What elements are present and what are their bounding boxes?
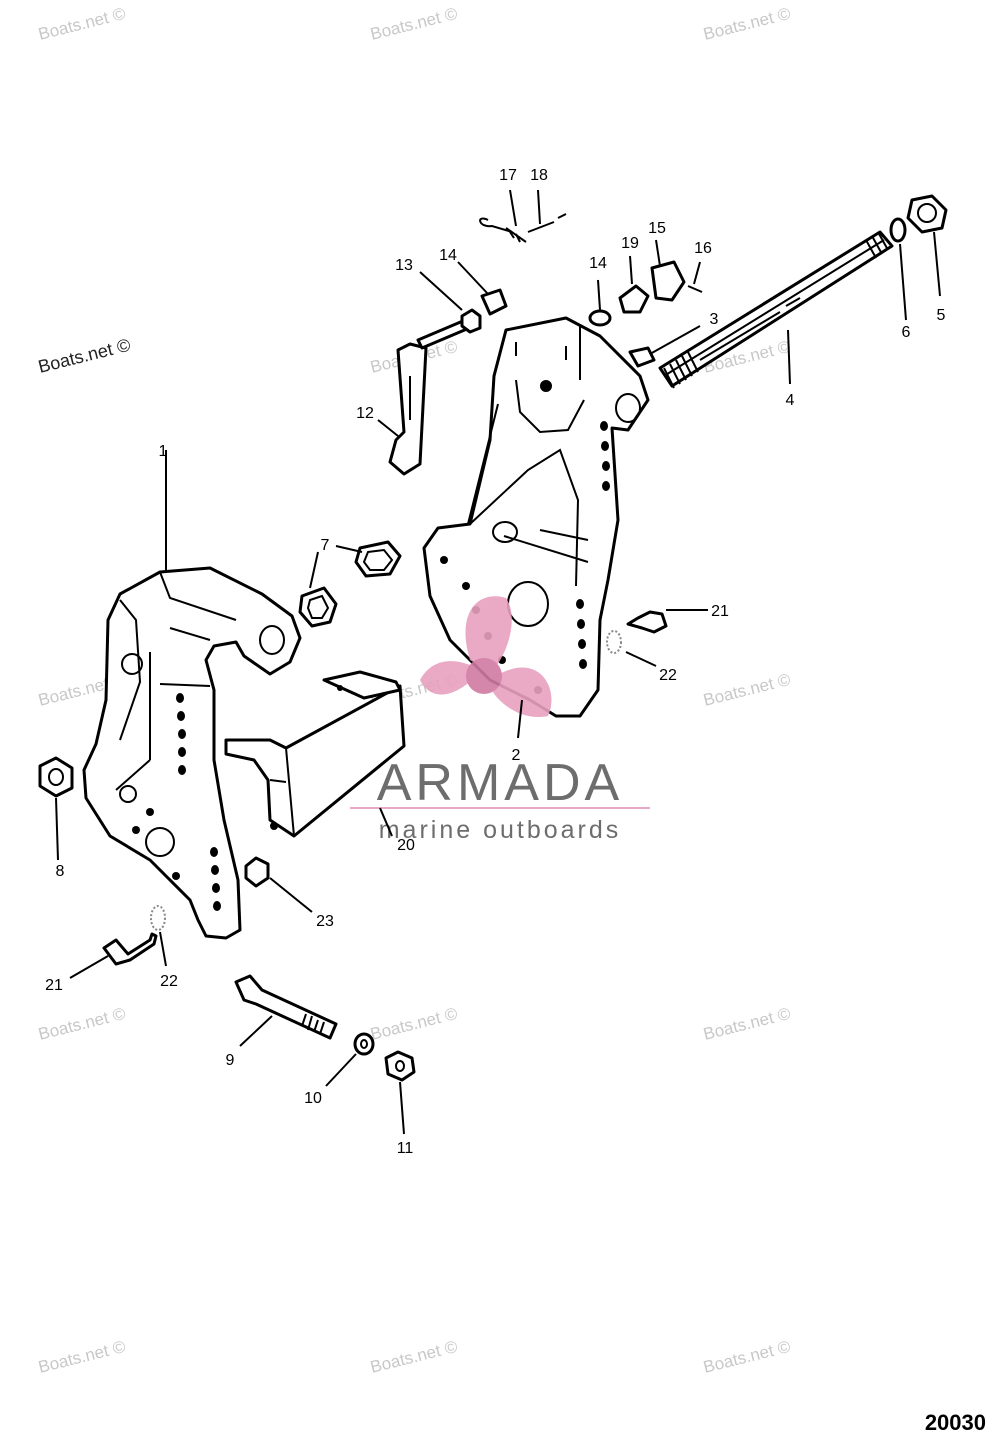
watermark: Boats.net © — [701, 670, 792, 710]
callout-12: 12 — [356, 405, 374, 422]
callout-14-right: 14 — [589, 255, 607, 272]
propeller-icon — [420, 596, 552, 718]
callout-8: 8 — [56, 863, 65, 880]
bolt-part-21-left — [102, 932, 158, 966]
callout-4: 4 — [786, 392, 795, 409]
callout-21-left: 21 — [45, 977, 63, 994]
nut-part-5 — [906, 194, 948, 234]
bushing-part-14-right — [588, 309, 612, 327]
callout-7: 7 — [321, 537, 330, 554]
lever-part — [388, 316, 476, 476]
washer-part-10 — [353, 1032, 375, 1056]
watermark: Boats.net © — [701, 1004, 792, 1044]
callout-16: 16 — [694, 240, 712, 257]
nut-part-8 — [38, 756, 74, 798]
callout-14-left: 14 — [439, 247, 457, 264]
watermark: Boats.net © — [701, 4, 792, 44]
callouts: 1 2 3 4 5 6 7 8 9 10 11 12 13 14 14 15 1… — [45, 167, 945, 1157]
callout-22-left: 22 — [160, 973, 178, 990]
callout-6: 6 — [902, 324, 911, 341]
washer-part-6 — [889, 217, 907, 243]
nut-part-11 — [384, 1050, 416, 1082]
spring-parts-17-18 — [479, 213, 567, 243]
leader-lines — [55, 189, 941, 1135]
screw-part-3 — [628, 346, 656, 368]
pin-part-16 — [687, 285, 703, 293]
plate-part-20 — [224, 670, 406, 838]
callout-3: 3 — [710, 311, 719, 328]
nut-part-23 — [244, 856, 270, 888]
watermark: Boats.net © — [36, 4, 127, 44]
callout-19: 19 — [621, 235, 639, 252]
callout-13: 13 — [395, 257, 413, 274]
bolt-part-9 — [234, 974, 338, 1040]
washer-part-22-left — [150, 905, 166, 931]
washer-part-22-right — [606, 630, 622, 654]
figure-number: 20030 — [925, 1410, 986, 1435]
callout-23: 23 — [316, 913, 334, 930]
callout-1: 1 — [159, 443, 168, 460]
watermark: Boats.net © — [368, 4, 459, 44]
callout-5: 5 — [937, 307, 946, 324]
brand-tagline: marine outboards — [379, 816, 622, 844]
armada-logo: ARMADA marine outboards — [350, 596, 650, 844]
callout-17: 17 — [499, 167, 517, 184]
watermark: Boats.net © — [36, 335, 132, 377]
tilt-tube-part — [658, 230, 894, 389]
clamp-bracket-left-part — [82, 566, 302, 940]
watermark: Boats.net © — [36, 1004, 127, 1044]
callout-15: 15 — [648, 220, 666, 237]
callout-20: 20 — [397, 837, 415, 854]
bolt-part-21-right — [626, 610, 668, 634]
brand-name: ARMADA — [377, 754, 623, 812]
callout-10: 10 — [304, 1090, 322, 1107]
bushing-part-14-left — [480, 288, 508, 316]
watermark: Boats.net © — [701, 1337, 792, 1377]
watermark: Boats.net © — [368, 1337, 459, 1377]
clip-part-19 — [618, 284, 650, 314]
watermark: Boats.net © — [368, 1004, 459, 1044]
callout-21-right: 21 — [711, 603, 729, 620]
nut-part-13 — [460, 308, 482, 334]
callout-22-right: 22 — [659, 667, 677, 684]
callout-11: 11 — [397, 1140, 414, 1157]
callout-18: 18 — [530, 167, 548, 184]
clamp-bracket-right-part — [422, 316, 650, 718]
spacer-part-7 — [298, 540, 402, 628]
callout-9: 9 — [226, 1052, 235, 1069]
callout-2: 2 — [512, 747, 521, 764]
watermark: Boats.net © — [36, 1337, 127, 1377]
bracket-part-15 — [650, 260, 686, 302]
